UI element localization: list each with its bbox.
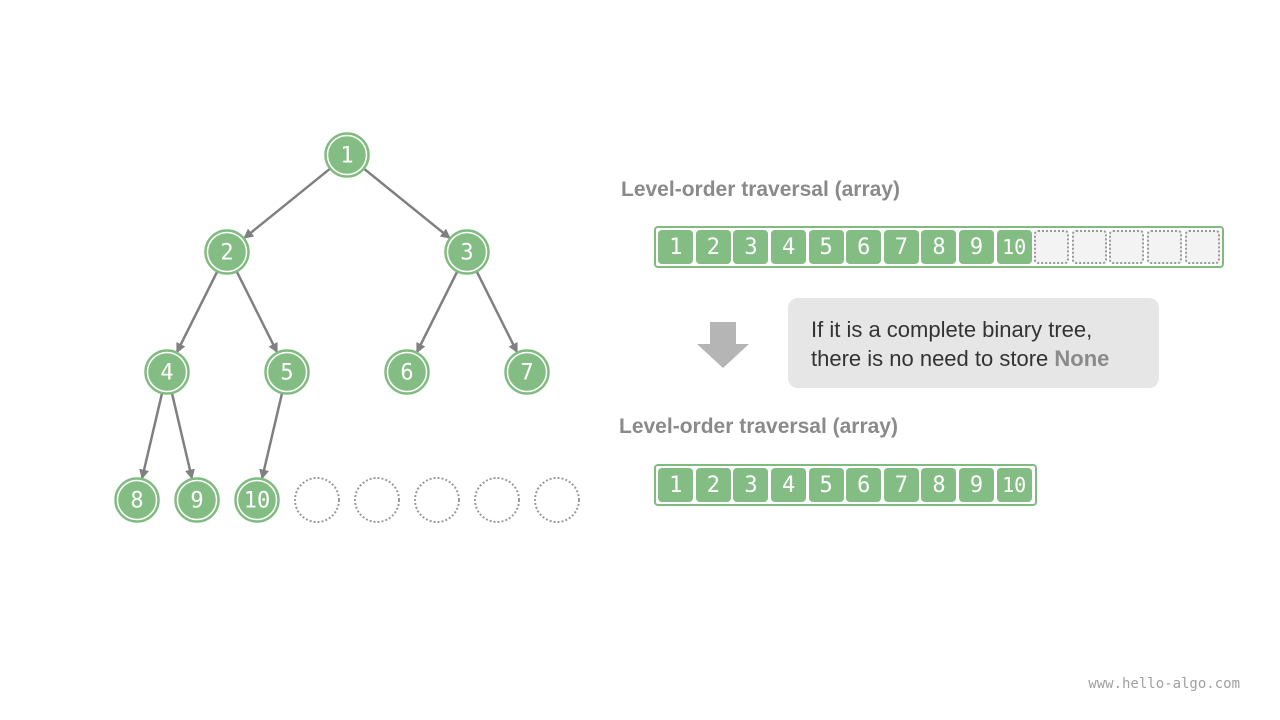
tree-empty-slot [474,477,520,523]
tree-edge-4-8 [139,393,164,480]
array-cell: 8 [921,230,957,264]
array-cell: 10 [996,468,1032,502]
tree-edge-4-9 [170,393,195,480]
complete-tree-note: If it is a complete binary tree, there i… [788,298,1159,388]
note-line-1: If it is a complete binary tree, [811,317,1093,342]
array-cell: 3 [733,468,769,502]
tree-empty-slot [414,477,460,523]
none-keyword: None [1054,346,1110,371]
watermark: www.hello-algo.com [1088,676,1240,692]
tree-edge-1-3 [363,167,451,239]
tree-node-label: 1 [340,144,353,169]
tree-node-label: 3 [460,241,473,266]
tree-node: 2 [204,229,250,275]
tree-empty-slot [354,477,400,523]
array-cell: 2 [695,230,731,264]
tree-node: 4 [144,349,190,395]
tree-node: 7 [504,349,550,395]
array-cell: 9 [959,230,995,264]
tree-node-label: 4 [160,361,173,386]
tree-edge-3-7 [475,271,518,354]
binary-tree-diagram: 1 2 3 4 5 6 7 8 9 10 [114,132,580,523]
tree-node: 10 [234,477,280,523]
array-cell: 2 [695,468,731,502]
full-array-title: Level-order traversal (array) [621,178,900,201]
tree-edge-3-6 [416,271,459,354]
tree-node-label: 8 [130,489,143,514]
tree-edge-2-5 [235,271,278,354]
compact-array-title: Level-order traversal (array) [619,415,898,438]
array-cell-empty [1184,230,1220,264]
note-line-2: there is no need to store None [811,344,1139,373]
array-cell: 1 [658,230,694,264]
tree-node: 8 [114,477,160,523]
tree-node-label: 2 [220,241,233,266]
note-line-2-text: there is no need to store [811,346,1055,371]
array-cell: 5 [808,230,844,264]
array-cell: 6 [846,468,882,502]
tree-node-label: 7 [520,361,533,386]
array-cell-empty [1071,230,1107,264]
tree-edge-1-2 [243,167,331,239]
tree-edges [139,167,518,480]
array-cell: 7 [883,468,919,502]
tree-nodes: 1 2 3 4 5 6 7 8 9 10 [114,132,550,523]
tree-node-label: 10 [244,489,271,514]
tree-node: 3 [444,229,490,275]
array-cell: 4 [771,230,807,264]
tree-node: 5 [264,349,310,395]
tree-empty-slot [534,477,580,523]
tree-node-label: 6 [400,361,413,386]
tree-empty-slots [294,477,580,523]
array-cell: 1 [658,468,694,502]
array-cell-empty [1147,230,1183,264]
array-cell: 5 [808,468,844,502]
down-arrow-icon [697,322,749,368]
array-cell-empty [1034,230,1070,264]
tree-node-label: 5 [280,361,293,386]
array-cell: 6 [846,230,882,264]
array-cell: 10 [996,230,1032,264]
tree-node: 9 [174,477,220,523]
tree-edge-2-4 [176,271,219,354]
array-cell-empty [1109,230,1145,264]
array-cell: 4 [771,468,807,502]
tree-empty-slot [294,477,340,523]
array-cell: 7 [883,230,919,264]
array-cell: 8 [921,468,957,502]
tree-node: 1 [324,132,370,178]
tree-node-label: 9 [190,489,203,514]
tree-node: 6 [384,349,430,395]
tree-edge-5-10 [259,393,284,480]
array-cell: 9 [959,468,995,502]
array-cell: 3 [733,230,769,264]
